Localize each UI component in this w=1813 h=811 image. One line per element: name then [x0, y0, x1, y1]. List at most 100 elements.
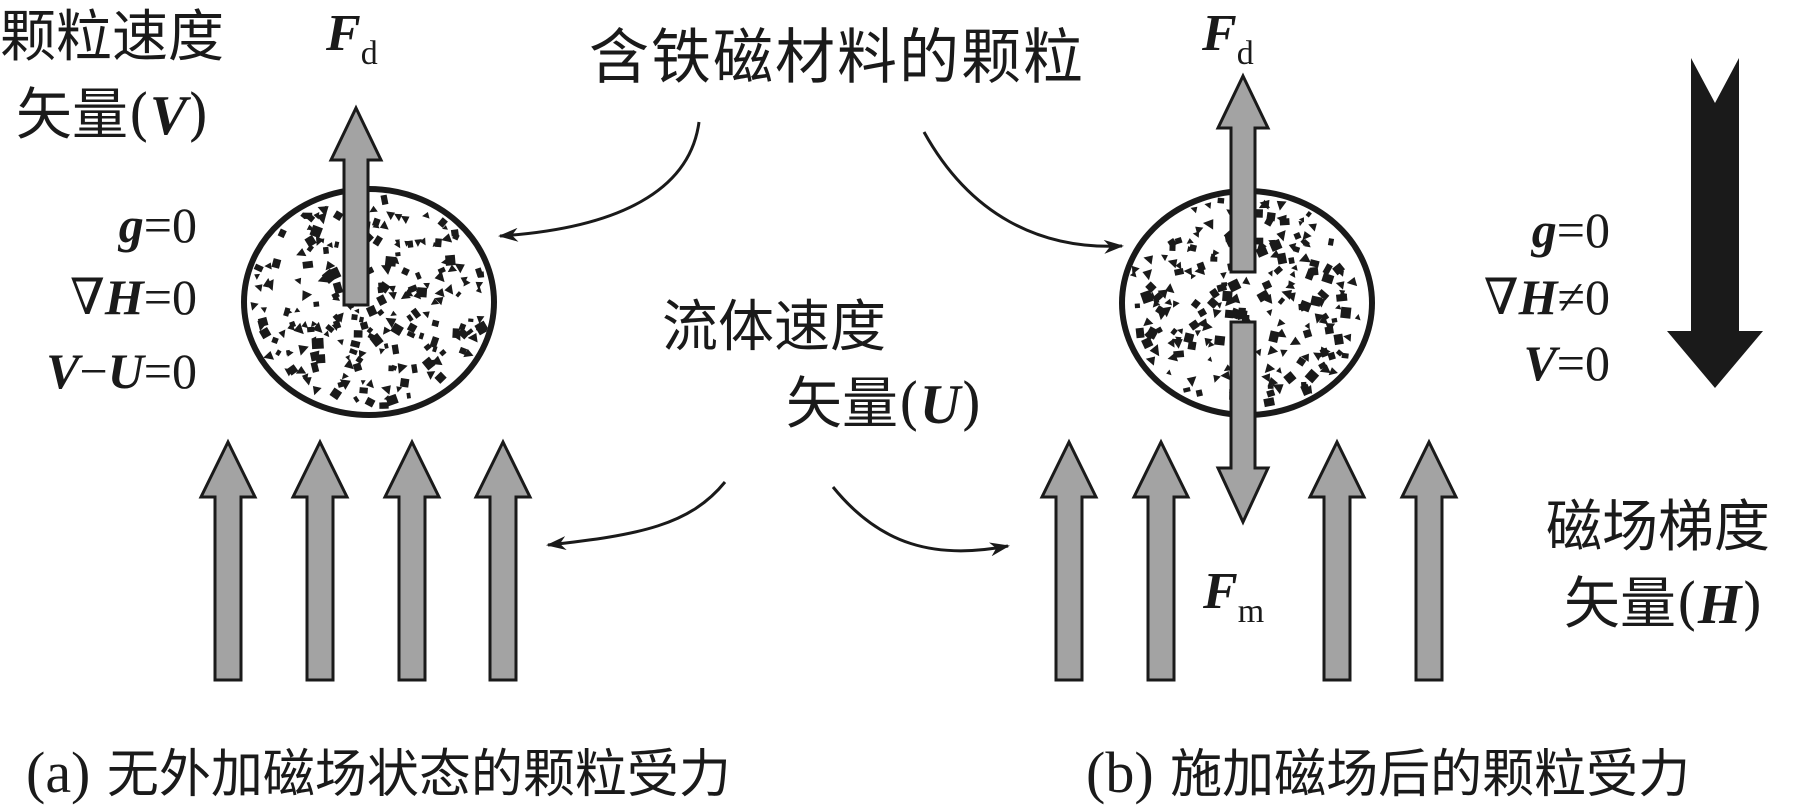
- particle-grain: [384, 255, 397, 267]
- label-prefix: 矢量(: [16, 83, 150, 148]
- eq-symbol: g: [118, 197, 144, 253]
- particle-grain: [254, 284, 263, 292]
- particle-grain: [1264, 363, 1276, 374]
- particle-grain: [295, 365, 307, 374]
- particle-grain: [1285, 281, 1295, 289]
- particle-grain: [312, 321, 323, 333]
- particle-grain: [1298, 299, 1312, 313]
- particle-grain: [326, 242, 333, 249]
- particle-grain: [444, 283, 454, 295]
- particle-grain: [383, 343, 389, 349]
- particle-grain: [1305, 211, 1312, 218]
- particle-grain: [379, 402, 389, 409]
- particle-grain: [1272, 384, 1284, 395]
- eq-operator: =: [1556, 335, 1585, 391]
- particle-grain: [254, 273, 261, 280]
- particle-grain: [1277, 297, 1286, 305]
- particle-grain: [1266, 309, 1273, 317]
- drag-force-arrow-a: [328, 104, 384, 307]
- eq-value: 0: [1585, 335, 1610, 391]
- particle-grain: [315, 228, 322, 233]
- particle-grain: [360, 380, 366, 386]
- particle-grain: [306, 244, 315, 253]
- particle-grain: [302, 290, 313, 302]
- particle-grain: [355, 355, 364, 364]
- particle-grain: [414, 239, 422, 247]
- nabla-symbol: ∇: [1483, 269, 1519, 325]
- force-symbol: F: [1202, 5, 1237, 62]
- particle-grain: [1302, 231, 1312, 240]
- particle-grain: [407, 240, 414, 248]
- fluid-arrow-b-1: [1039, 438, 1099, 682]
- particle-grain: [1187, 340, 1197, 351]
- eq-minus: −: [79, 343, 108, 399]
- particle-grain: [1275, 328, 1287, 338]
- particle-grain: [379, 348, 386, 355]
- particle-grain: [1167, 338, 1175, 348]
- particle-grain: [312, 385, 322, 396]
- particle-grain: [1217, 197, 1225, 204]
- particle-grain: [316, 212, 327, 225]
- caption-tag: (b): [1086, 740, 1154, 805]
- particle-grain: [434, 371, 447, 384]
- particle-grain: [1212, 308, 1222, 319]
- eq-operator: =: [1556, 202, 1585, 258]
- label-suffix: ): [187, 83, 210, 148]
- particle-grain: [432, 345, 438, 353]
- particle-grain: [1143, 255, 1153, 265]
- caption-text: 无外加磁场状态的颗粒受力: [106, 745, 731, 805]
- particle-grain: [313, 301, 320, 307]
- particle-grain: [1302, 328, 1313, 339]
- particle-grain: [1206, 297, 1219, 309]
- particle-grain: [1173, 267, 1185, 276]
- particle-grain: [350, 339, 361, 349]
- particle-grain: [313, 211, 320, 220]
- particle-grain: [394, 213, 403, 222]
- particle-grain: [1209, 287, 1220, 299]
- particle-grain: [321, 205, 327, 213]
- pointer-material-to-particle-b: [922, 131, 1124, 254]
- particle-grain: [1318, 361, 1327, 370]
- particle-grain: [353, 330, 363, 338]
- particle-grain: [341, 372, 349, 380]
- particle-grain: [1164, 298, 1173, 306]
- caption-panel-b: (b) 施加磁场后的颗粒受力: [1086, 744, 1690, 802]
- particle-grain: [1332, 262, 1346, 276]
- particle-grain: [402, 288, 414, 297]
- particle-grain: [1167, 259, 1178, 269]
- particle-grain: [432, 242, 438, 248]
- force-symbol: F: [1203, 563, 1238, 620]
- field-symbol-h: H: [1697, 574, 1742, 636]
- particle-grain: [1304, 242, 1311, 248]
- particle-grain: [1155, 326, 1163, 334]
- particle-grain: [452, 328, 460, 339]
- particle-grain: [1183, 267, 1192, 276]
- particle-grain: [1327, 238, 1335, 246]
- particle-grain: [382, 326, 392, 335]
- particle-grain: [1267, 345, 1279, 356]
- particle-grain: [1333, 333, 1344, 346]
- particle-grain: [450, 229, 459, 237]
- particle-grain: [1186, 238, 1194, 244]
- particle-grain: [1190, 206, 1198, 214]
- field-gradient-arrow: [1667, 58, 1763, 388]
- particle-grain: [421, 356, 436, 371]
- particle-grain: [1314, 313, 1325, 324]
- particle-grain: [301, 373, 309, 382]
- particle-grain: [1273, 265, 1284, 276]
- particle-grain: [474, 320, 490, 336]
- particle-grain: [257, 320, 268, 332]
- particle-grain: [345, 354, 350, 361]
- label-suffix: ): [960, 372, 983, 437]
- particle-grain: [271, 336, 279, 345]
- eq-value: 0: [1585, 202, 1610, 258]
- particle-grain: [316, 357, 323, 365]
- caption-tag: (a): [26, 740, 91, 805]
- eq-value: 0: [172, 269, 197, 325]
- eq-operator: =: [143, 197, 172, 253]
- particle-grain: [353, 395, 360, 403]
- particle-grain: [301, 320, 309, 329]
- particle-grain: [401, 267, 410, 276]
- label-prefix: 矢量(: [1564, 572, 1698, 637]
